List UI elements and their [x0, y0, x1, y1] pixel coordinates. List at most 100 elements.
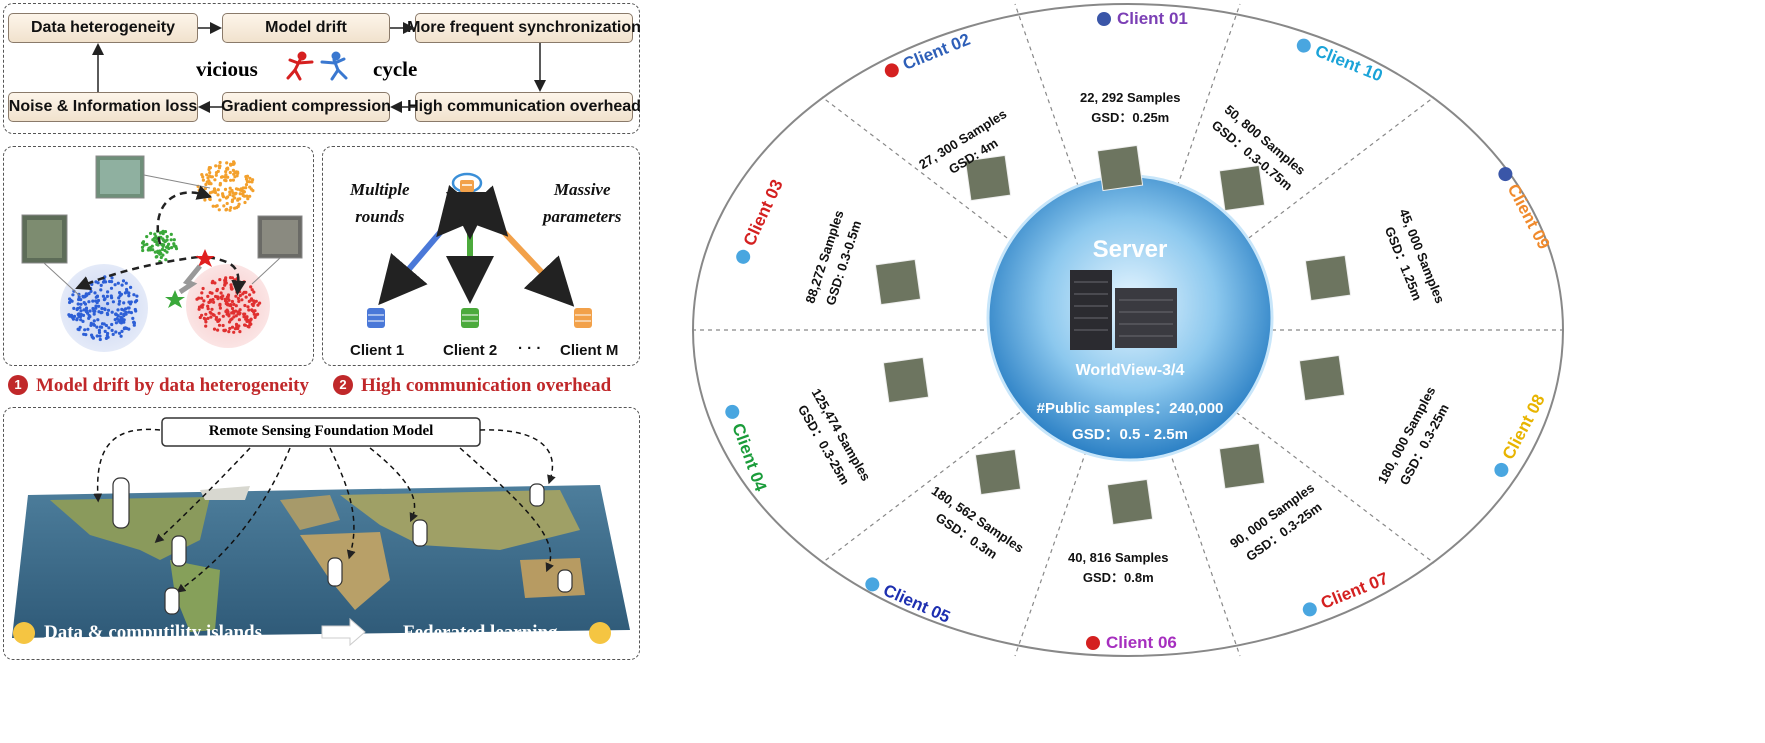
client-name: Client 01 [1097, 9, 1188, 29]
client-image-tile [1096, 144, 1144, 192]
scatter-dot [230, 306, 235, 311]
scatter-dot [204, 182, 208, 187]
client-image-tile [1106, 478, 1154, 526]
scatter-dot [165, 238, 169, 242]
scatter-dot [94, 304, 98, 308]
scatter-dot [172, 238, 176, 242]
scatter-dot [159, 251, 163, 255]
client-gsd: GSD：0.25m [1091, 110, 1170, 125]
scatter-dot [114, 330, 118, 334]
scatter-dot [236, 197, 240, 201]
scatter-dot [230, 325, 235, 329]
scatter-dot [223, 328, 227, 332]
scatter-dot [240, 298, 244, 302]
scatter-dot [83, 302, 88, 306]
scatter-dot [208, 181, 212, 185]
scatter-dot [208, 197, 212, 202]
scatter-dot [219, 291, 223, 295]
scatter-dot [108, 279, 112, 284]
scatter-dot [243, 303, 247, 308]
scatter-dot [79, 302, 83, 306]
scatter-dot [166, 244, 170, 248]
scatter-dot [212, 300, 216, 304]
scatter-dot [153, 232, 157, 236]
scatter-dot [106, 308, 111, 312]
scatter-dot [200, 291, 204, 295]
client-name-text: Client 01 [1117, 9, 1188, 28]
scatter-dot [204, 320, 208, 324]
scatter-dot [149, 231, 153, 235]
scatter-dot [233, 206, 237, 210]
scatter-dot [221, 286, 225, 291]
scatter-dot [160, 247, 165, 251]
scatter-dot [218, 303, 222, 307]
scatter-dot [244, 317, 248, 321]
scatter-dot [163, 230, 168, 234]
scatter-dot [211, 298, 215, 302]
scatter-dot [81, 313, 86, 317]
scatter-dot [254, 299, 258, 303]
scatter-dot [131, 316, 135, 320]
scatter-dot [169, 232, 173, 236]
scatter-dot [225, 201, 229, 206]
box-more-frequent-sync: More frequent synchronization [407, 13, 641, 43]
scatter-dot [214, 294, 218, 299]
cycle-arrows [92, 22, 546, 113]
scatter-dot [223, 178, 227, 182]
box-gradient-compression: Gradient compression [221, 92, 391, 122]
scatter-dot [170, 246, 174, 250]
scatter-dot [97, 310, 101, 314]
scatter-dot [228, 170, 232, 175]
scatter-dot [134, 309, 138, 313]
scatter-dot [237, 318, 241, 322]
scatter-dot [88, 309, 92, 313]
scatter-dot [209, 175, 213, 179]
client-image-tile [964, 154, 1012, 202]
scatter-dot [213, 189, 217, 193]
scatter-dot [208, 191, 212, 195]
federated-learning-caption: Federated learning [403, 622, 558, 643]
scatter-dot [235, 290, 239, 294]
scatter-dot [111, 332, 115, 336]
scatter-dot [210, 291, 214, 295]
scatter-dot [172, 242, 176, 246]
scatter-dot [251, 189, 255, 193]
scatter-dot [97, 330, 102, 335]
scatter-dot [87, 313, 91, 318]
scatter-dot [223, 283, 227, 287]
scatter-dot [120, 329, 124, 333]
client-2-db-icon [461, 308, 479, 328]
scatter-dot [244, 295, 248, 299]
scatter-dot [250, 308, 254, 312]
scatter-dot [118, 318, 122, 322]
scatter-dot [245, 194, 249, 198]
scatter-dot [102, 322, 106, 326]
scatter-dot [217, 319, 221, 323]
scatter-dot [93, 291, 97, 295]
scatter-dot [68, 297, 72, 301]
scatter-dot [122, 326, 127, 330]
scatter-dot [230, 198, 235, 202]
scatter-dot [208, 166, 212, 170]
scatter-dot [81, 294, 85, 298]
scatter-dot [135, 294, 139, 298]
china-emblem-icon [1086, 636, 1100, 650]
scatter-dot [75, 318, 79, 322]
scatter-dot [218, 278, 222, 282]
scatter-dot [248, 176, 252, 180]
scatter-dot [132, 320, 136, 324]
client-image-tile [874, 258, 922, 306]
scatter-dot [117, 302, 121, 306]
scatter-dot [249, 322, 253, 326]
client-name-text: Client 06 [1106, 633, 1177, 652]
scatter-dot [211, 204, 215, 208]
scatter-dot [155, 255, 159, 259]
scatter-dot [231, 178, 235, 182]
scatter-dot [99, 288, 103, 292]
scatter-dot [205, 173, 209, 177]
scatter-dot [160, 230, 164, 235]
scatter-dot [116, 281, 120, 285]
scatter-dot [244, 186, 248, 190]
scatter-dot [95, 325, 99, 329]
scatter-dot [229, 283, 233, 287]
